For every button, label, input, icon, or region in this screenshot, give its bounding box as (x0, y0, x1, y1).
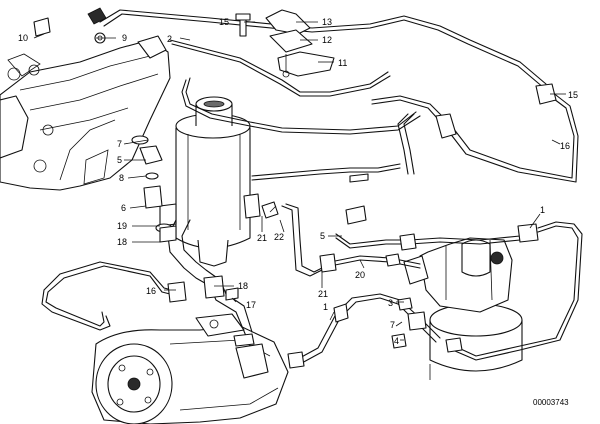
callout-5-left: 5 (117, 155, 122, 165)
callout-19: 19 (117, 221, 127, 231)
leader-lines (33, 21, 566, 341)
callout-4: 4 (394, 336, 399, 346)
callout-13: 13 (322, 17, 332, 27)
callout-12: 12 (322, 35, 332, 45)
pressure-accumulator (403, 237, 523, 380)
callout-1-lower: 1 (323, 302, 328, 312)
callout-18-bottom: 18 (238, 281, 248, 291)
callout-20: 20 (355, 270, 365, 280)
callout-3: 3 (388, 298, 393, 308)
callout-5-center: 5 (320, 231, 325, 241)
callout-18-left: 18 (117, 237, 127, 247)
power-steering-pump (91, 313, 289, 424)
callout-17: 17 (246, 300, 256, 310)
fluid-reservoir (159, 96, 261, 267)
callout-11: 11 (338, 58, 347, 68)
callout-1-right: 1 (540, 205, 545, 215)
callout-10: 10 (18, 33, 28, 43)
callout-labels: 10 9 2 15 13 12 11 15 16 7 5 8 6 19 18 2… (18, 17, 578, 407)
callout-7-lower: 8 (119, 173, 124, 183)
callout-2-top: 2 (167, 34, 172, 44)
callout-15-top: 15 (568, 90, 578, 100)
callout-21-lower: 21 (318, 289, 328, 299)
callout-2-lower: 7 (390, 320, 395, 330)
callout-21-upper: 21 (257, 233, 267, 243)
steering-gear-box (0, 35, 171, 191)
callout-14: 15 (219, 17, 229, 27)
callout-9: 9 (122, 33, 127, 43)
callout-15-bottom: 16 (146, 286, 156, 296)
callout-16-right: 16 (560, 141, 570, 151)
part-number: 00003743 (533, 398, 569, 407)
callout-6: 6 (121, 203, 126, 213)
callout-22: 22 (274, 232, 284, 242)
callout-7-upper: 7 (117, 139, 122, 149)
